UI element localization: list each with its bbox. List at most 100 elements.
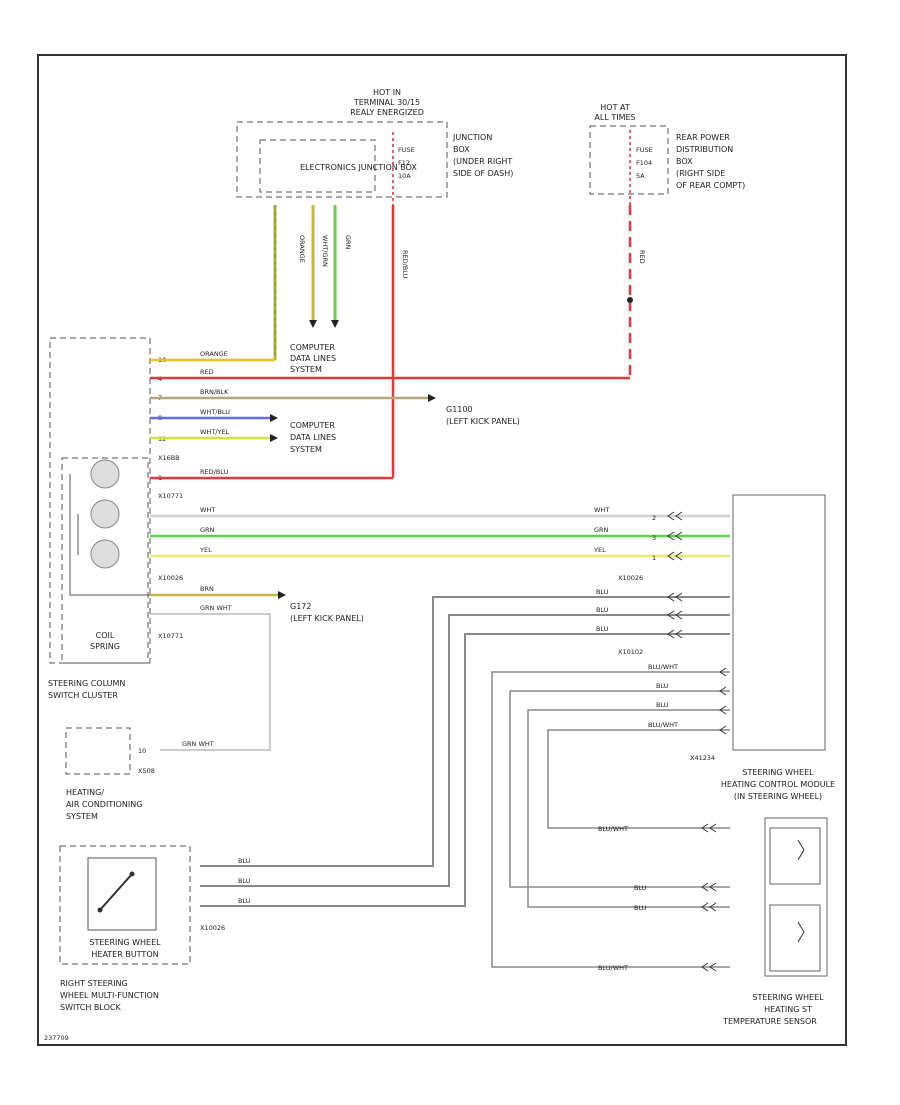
- heater-element: [769, 827, 821, 885]
- mfs-inner-1: STEERING WHEEL: [89, 938, 161, 947]
- right-fuse-text2: F104: [636, 159, 652, 167]
- mfs-label-2: WHEEL MULTI-FUNCTION: [60, 991, 159, 1000]
- mfs-wire-1: BLU: [238, 857, 251, 865]
- heater-wire-3: BLU: [634, 904, 647, 912]
- hvac-conn: X508: [138, 767, 155, 775]
- heater-box: [764, 817, 828, 977]
- right-note-2: DISTRIBUTION: [676, 145, 733, 154]
- column-conn-3: X10026: [158, 574, 183, 582]
- spiral-pin-2: 3: [652, 534, 656, 542]
- bundle-wire-4: [491, 671, 730, 968]
- data-lines-1-b: DATA LINES: [290, 354, 336, 363]
- mfs-outline: [59, 845, 191, 965]
- connector-pin-e3: [709, 962, 717, 972]
- module-wire-1: BLU: [596, 588, 609, 596]
- connector-pin-e0: [709, 823, 717, 833]
- gnd-wire-1: BRN: [200, 585, 214, 593]
- connector-pin-c1: [719, 686, 727, 696]
- module-conn-2: X10102: [618, 648, 643, 656]
- data-arrow-2: [331, 320, 339, 328]
- connector-pin-d2: [701, 902, 709, 912]
- bundle-wire-2: [200, 614, 730, 887]
- left-fuse-text2: F12: [398, 159, 410, 167]
- module-label-2: HEATING CONTROL MODULE: [721, 780, 835, 789]
- spiral-l-3: YEL: [199, 546, 212, 554]
- mfs-wire-2: BLU: [238, 877, 251, 885]
- rear-power-box: [589, 125, 669, 195]
- column-label-2: SWITCH CLUSTER: [48, 691, 118, 700]
- column-wire-4: WHT/BLU: [200, 408, 230, 416]
- connector-pin-c0: [719, 667, 727, 677]
- clockspring-ring-2: [90, 499, 120, 529]
- left-note-3: (UNDER RIGHT: [453, 157, 512, 166]
- connector-pin-b4: [675, 610, 683, 620]
- power-section: HOT IN TERMINAL 30/15 REALY ENERGIZED EL…: [236, 88, 745, 205]
- left-note-4: SIDE OF DASH): [453, 169, 513, 178]
- coil-spring-outline: [61, 457, 149, 664]
- ground-1-a: G1100: [446, 405, 473, 414]
- bundle-wire-5: [509, 690, 730, 888]
- connector-pin-b0: [675, 511, 683, 521]
- left-box-label: ELECTRONICS JUNCTION BOX: [300, 163, 417, 172]
- module-conn-3: X41234: [690, 754, 715, 762]
- column-outline: [49, 337, 151, 664]
- data-lines-1-c: SYSTEM: [290, 365, 322, 374]
- connector-pin-a0: [667, 511, 675, 521]
- mfs-label-3: SWITCH BLOCK: [60, 1003, 121, 1012]
- right-note-5: OF REAR COMPT): [676, 181, 745, 190]
- diagram-frame: [37, 54, 847, 1046]
- clockspring-ring-3: [90, 539, 120, 569]
- module-wire-2: BLU: [596, 606, 609, 614]
- fuse-f12: FUSE F12 10A: [392, 132, 415, 205]
- right-note-3: BOX: [676, 157, 693, 166]
- conn-label-2: WHT/GRN: [321, 235, 329, 267]
- spiral-pin-3: 1: [652, 554, 656, 562]
- switch-contact: [99, 873, 133, 911]
- module-label-3: (IN STEERING WHEEL): [734, 792, 822, 801]
- heater-label-3: TEMPERATURE SENSOR: [722, 1017, 817, 1026]
- connector-pin-d1: [701, 882, 709, 892]
- wire-grnwht: [150, 613, 271, 751]
- heater-label-1: STEERING WHEEL: [752, 993, 824, 1002]
- steering-column-cluster: COIL SPRING 10 4 7 8 12 1 X16BB X10771 X…: [48, 337, 183, 700]
- connector-pin-b2: [675, 551, 683, 561]
- column-conn-1: X16BB: [158, 454, 180, 462]
- coil-label-2: SPRING: [90, 642, 120, 651]
- column-wires: ORANGE RED BRN/BLK WHT/BLU WHT/YEL RED/B…: [150, 350, 630, 480]
- conn-label-4: RED/BLU: [401, 250, 409, 279]
- heating-control-module: X10026 X10102 X41234 STEERING WHEEL HEAT…: [618, 494, 835, 801]
- spiral-r-3: YEL: [593, 546, 606, 554]
- column-conn-4: X10771: [158, 632, 183, 640]
- left-fuse-text3: 10A: [398, 172, 411, 180]
- conn-label-3: GRN: [344, 235, 352, 250]
- hvac-label-1: HEATING/: [66, 788, 104, 797]
- mfs-button-box: [87, 857, 157, 931]
- ground-arrow-1: [428, 394, 436, 402]
- module-wire-4: BLU/WHT: [648, 663, 678, 671]
- spiral-r-2: GRN: [594, 526, 609, 534]
- connector-symbols: [667, 511, 727, 972]
- hvac-label-3: SYSTEM: [66, 812, 98, 821]
- left-note-2: BOX: [453, 145, 470, 154]
- column-wire-2: RED: [200, 368, 214, 376]
- left-fuse-text1: FUSE: [398, 146, 415, 154]
- connector-pin-c2: [719, 705, 727, 715]
- right-note-1: REAR POWER: [676, 133, 730, 142]
- clockspring-ring-1: [90, 459, 120, 489]
- connector-pin-a2: [667, 551, 675, 561]
- connector-pin-d0: [701, 823, 709, 833]
- bundle-wire-1: [200, 596, 730, 867]
- connector-pin-b3: [675, 592, 683, 602]
- bundle-wire-6: [527, 709, 730, 908]
- module-wire-6: BLU: [656, 701, 669, 709]
- hvac-box: [65, 727, 131, 775]
- diagram-id: 237709: [44, 1034, 69, 1042]
- connector-pin-c3: [719, 725, 727, 735]
- hot-left-line3: REALY ENERGIZED: [350, 108, 424, 117]
- module-label-1: STEERING WHEEL: [742, 768, 814, 777]
- column-conn-2: X10771: [158, 492, 183, 500]
- spiral-pin-1: 2: [652, 514, 656, 522]
- module-wire-5: BLU: [656, 682, 669, 690]
- splice-dot: [627, 297, 633, 303]
- junction-box-outline: [236, 121, 448, 198]
